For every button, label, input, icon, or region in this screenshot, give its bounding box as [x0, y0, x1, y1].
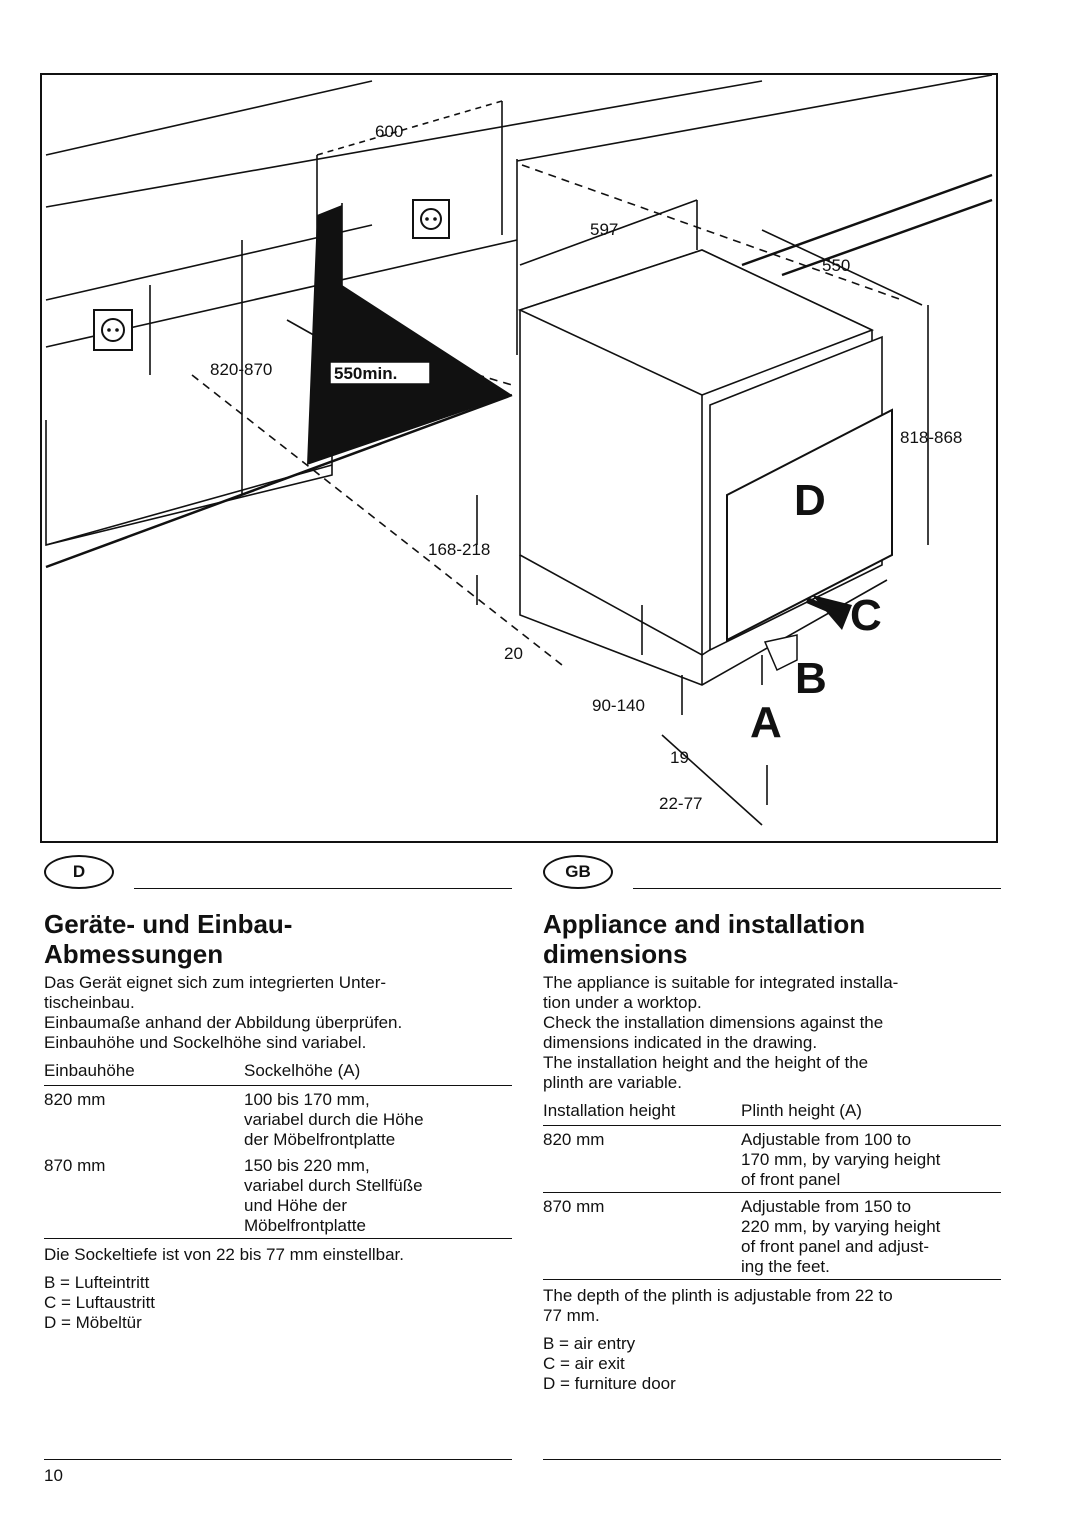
text-line: tion under a worktop. — [543, 993, 702, 1012]
dim-22-77: 22-77 — [659, 794, 702, 813]
english-section: GB Appliance and installation dimensions… — [543, 855, 1001, 1394]
label-a: A — [750, 698, 782, 747]
divider — [633, 888, 1001, 889]
dim-600: 600 — [375, 122, 403, 141]
text-line: Das Gerät eignet sich zum integrierten U… — [44, 973, 387, 992]
installation-drawing: 600 597 550 820-870 550min. 818-868 168-… — [45, 75, 993, 826]
title-line: Abmessungen — [44, 939, 224, 969]
dim-90-140: 90-140 — [592, 696, 645, 715]
table-header: Installation height Plinth height (A) — [543, 1101, 1001, 1126]
installation-diagram: 600 597 550 820-870 550min. 818-868 168-… — [40, 73, 998, 843]
table-cell: Adjustable from 100 to 170 mm, by varyin… — [741, 1130, 941, 1189]
table-row: 870 mm Adjustable from 150 to 220 mm, by… — [543, 1193, 1001, 1280]
column-header: Installation height — [543, 1101, 676, 1120]
cabinet-recess — [307, 205, 512, 465]
table-cell: 150 bis 220 mm, variabel durch Stellfüße… — [244, 1156, 423, 1235]
text-line: Check the installation dimensions agains… — [543, 1013, 884, 1032]
footer-divider — [543, 1459, 1001, 1460]
column-header: Plinth height (A) — [741, 1101, 862, 1120]
section-title-de: Geräte- und Einbau- Abmessungen — [44, 909, 512, 969]
dim-20: 20 — [504, 644, 523, 663]
table-cell: 870 mm — [44, 1156, 106, 1175]
table-row: 820 mm 100 bis 170 mm, variabel durch di… — [44, 1086, 512, 1152]
german-section: D Geräte- und Einbau- Abmessungen Das Ge… — [44, 855, 512, 1333]
legend-item: C = Luftaustritt — [44, 1293, 156, 1312]
power-socket-icon — [412, 199, 450, 239]
intro-paragraph: Das Gerät eignet sich zum integrierten U… — [44, 973, 512, 1053]
legend-en: B = air entry C = air exit D = furniture… — [543, 1334, 1001, 1394]
dim-550: 550 — [822, 256, 850, 275]
title-line: Geräte- und Einbau- — [44, 909, 293, 939]
dim-818-868: 818-868 — [900, 428, 962, 447]
page-number: 10 — [44, 1466, 63, 1485]
table-cell: Adjustable from 150 to 220 mm, by varyin… — [741, 1197, 941, 1276]
column-header: Einbauhöhe — [44, 1061, 135, 1080]
text-line: The appliance is suitable for integrated… — [543, 973, 899, 992]
legend-item: D = Möbeltür — [44, 1313, 142, 1332]
column-header: Sockelhöhe (A) — [244, 1061, 361, 1080]
table-header: Einbauhöhe Sockelhöhe (A) — [44, 1061, 512, 1086]
section-title-en: Appliance and installation dimensions — [543, 909, 1001, 969]
table-cell: 820 mm — [44, 1090, 106, 1109]
arrow-icon — [763, 634, 798, 672]
table-row: 870 mm 150 bis 220 mm, variabel durch St… — [44, 1152, 512, 1239]
table-cell: 870 mm — [543, 1197, 605, 1216]
text-line: tischeinbau. — [44, 993, 135, 1012]
label-c: C — [850, 591, 882, 640]
text-line: plinth are variable. — [543, 1073, 682, 1092]
dim-820-870: 820-870 — [210, 360, 272, 379]
worktop-edge — [45, 80, 373, 156]
label-b: B — [795, 654, 827, 703]
legend-de: B = Lufteintritt C = Luftaustritt D = Mö… — [44, 1273, 512, 1333]
text-line: Einbauhöhe und Sockelhöhe sind variabel. — [44, 1033, 367, 1052]
table-cell: 100 bis 170 mm, variabel durch die Höhe … — [244, 1090, 424, 1149]
title-line: Appliance and installation — [543, 909, 866, 939]
text-line: dimensions indicated in the drawing. — [543, 1033, 818, 1052]
dim-19: 19 — [670, 748, 689, 767]
table-cell: 820 mm — [543, 1130, 605, 1149]
text-line: The installation height and the height o… — [543, 1053, 869, 1072]
dim-550-min: 550min. — [334, 364, 397, 383]
text-line: Einbaumaße anhand der Abbildung überprüf… — [44, 1013, 403, 1032]
dimensions-table-de: Einbauhöhe Sockelhöhe (A) 820 mm 100 bis… — [44, 1061, 512, 1239]
language-badge-de: D — [44, 855, 114, 889]
dimensions-table-en: Installation height Plinth height (A) 82… — [543, 1101, 1001, 1280]
label-d: D — [794, 476, 826, 525]
legend-item: B = Lufteintritt — [44, 1273, 150, 1292]
table-row: 820 mm Adjustable from 100 to 170 mm, by… — [543, 1126, 1001, 1193]
divider — [134, 888, 512, 889]
intro-paragraph: The appliance is suitable for integrated… — [543, 973, 1001, 1093]
power-socket-icon — [93, 309, 133, 351]
legend-item: B = air entry — [543, 1334, 636, 1353]
worktop-front-edge — [45, 80, 763, 208]
legend-item: D = furniture door — [543, 1374, 676, 1393]
depth-note-de: Die Sockeltiefe ist von 22 bis 77 mm ein… — [44, 1245, 405, 1264]
dim-168-218: 168-218 — [428, 540, 490, 559]
legend-item: C = air exit — [543, 1354, 625, 1373]
footer-divider — [44, 1459, 512, 1460]
depth-note-en: The depth of the plinth is adjustable fr… — [543, 1286, 893, 1325]
title-line: dimensions — [543, 939, 688, 969]
language-badge-gb: GB — [543, 855, 613, 889]
dim-597: 597 — [590, 220, 618, 239]
